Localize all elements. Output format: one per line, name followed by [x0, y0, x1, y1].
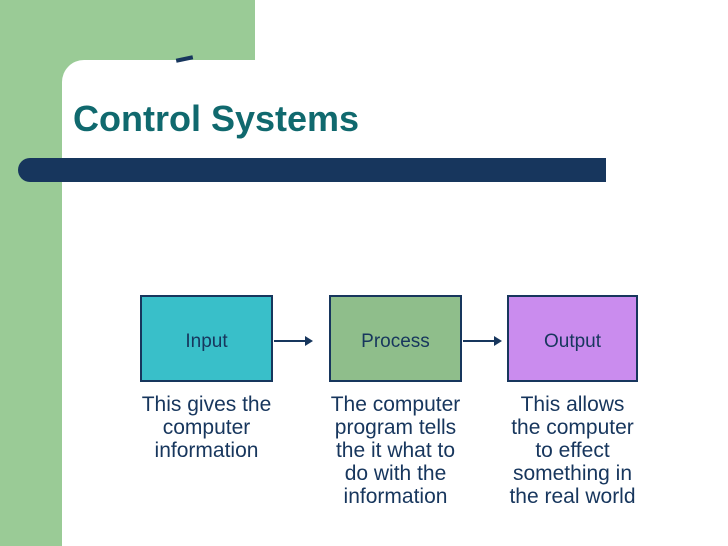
diagram-node-input-description: This gives the computer information	[141, 393, 272, 462]
diagram-node-process: Process	[329, 295, 462, 382]
diagram-node-output-label: Output	[543, 330, 602, 352]
diagram-node-output-description: This allows the computer to effect somet…	[509, 393, 636, 508]
diagram-node-process-label: Process	[361, 330, 430, 352]
diagram-node-process-description: The computer program tells the it what t…	[330, 393, 461, 508]
diagram-node-input: Input	[140, 295, 273, 382]
diagram-node-output: Output	[507, 295, 638, 382]
slide-title: Control Systems	[73, 98, 360, 139]
diagram-node-input-label: Input	[185, 330, 228, 352]
flow-arrow-right-icon	[463, 336, 502, 346]
title-underline-bar	[18, 158, 606, 182]
flow-arrow-right-icon	[274, 336, 313, 346]
template-green-left-strip	[0, 0, 62, 546]
